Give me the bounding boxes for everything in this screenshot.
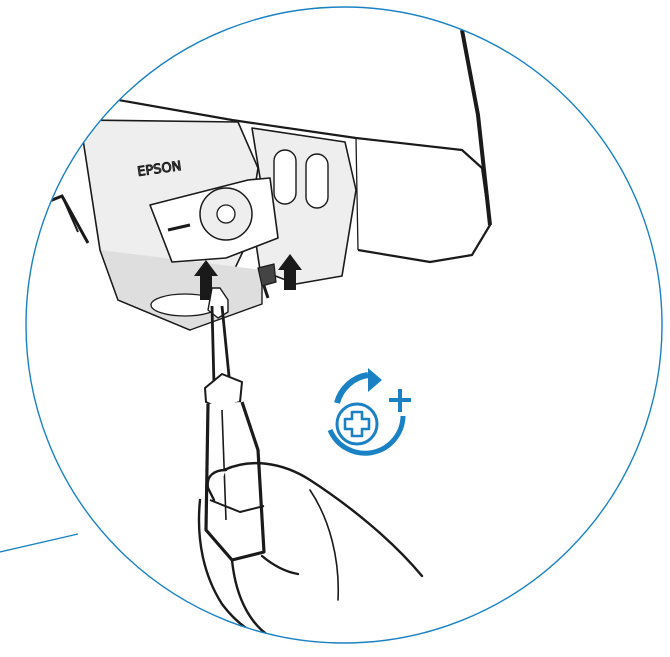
phillips-screw-icon	[337, 404, 377, 444]
callout-leader-line	[0, 534, 78, 552]
pivot-bolt	[217, 205, 235, 223]
screw-head	[258, 264, 276, 286]
bracket-slot-left	[274, 150, 296, 204]
bracket-slot-right	[306, 154, 328, 208]
